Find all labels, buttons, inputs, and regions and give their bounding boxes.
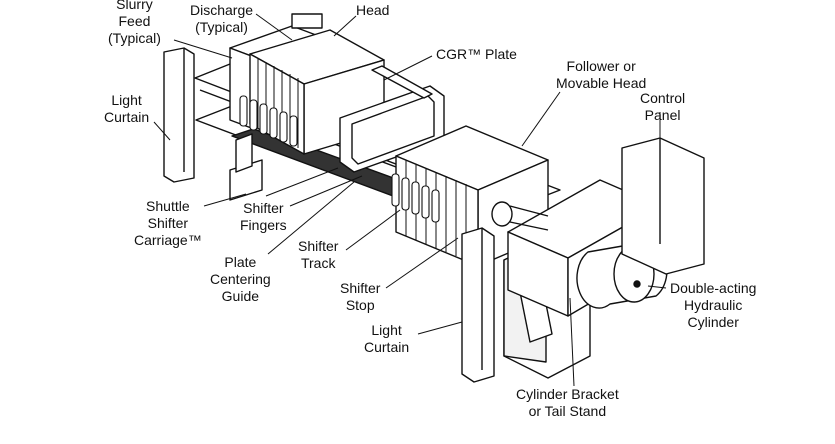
label-shifter-track: Shifter Track: [298, 238, 339, 271]
control-panel-box: [621, 137, 705, 275]
piston-rod: [491, 201, 549, 231]
label-light-curtain-right: Light Curtain: [364, 322, 410, 355]
label-cgr-plate: CGR™ Plate: [436, 46, 517, 62]
label-shuttle-shifter: Shuttle Shifter Carriage™: [134, 198, 202, 248]
shifter-fingers-right: [391, 173, 440, 223]
light-curtain-left-post: [163, 47, 195, 183]
base-leg-left: [229, 133, 263, 201]
leader-lines: [153, 13, 667, 387]
label-shifter-fingers: Shifter Fingers: [240, 200, 287, 233]
label-shifter-stop: Shifter Stop: [340, 280, 381, 313]
label-hydraulic-cylinder: Double-acting Hydraulic Cylinder: [670, 280, 757, 330]
light-curtain-right-post: [461, 227, 495, 383]
label-plate-centering: Plate Centering Guide: [210, 254, 271, 304]
label-tail-stand: Cylinder Bracket or Tail Stand: [516, 386, 619, 419]
shifter-fingers-left: [239, 95, 298, 147]
label-slurry-feed: Slurry Feed (Typical): [108, 0, 161, 46]
label-follower: Follower or Movable Head: [556, 58, 647, 91]
label-light-curtain-left: Light Curtain: [104, 92, 150, 125]
label-discharge: Discharge (Typical): [190, 2, 254, 35]
label-control-panel: Control Panel: [640, 90, 686, 123]
cgr-plate-open: [339, 65, 445, 173]
label-head: Head: [356, 2, 390, 18]
